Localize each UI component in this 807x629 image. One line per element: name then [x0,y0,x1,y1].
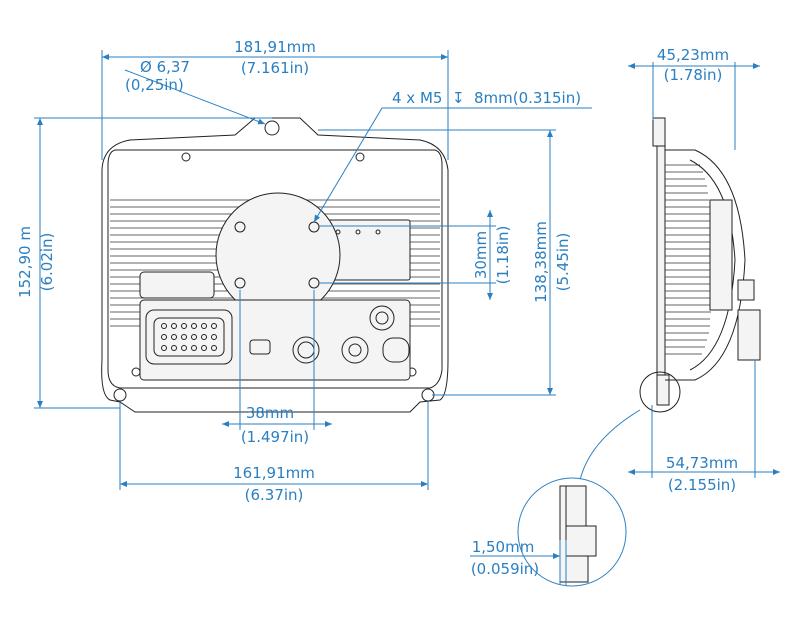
vesa-mount-plate [215,192,341,318]
total-width-mm: 181,91mm [234,38,316,56]
side-depth-top-mm: 45,23mm [657,46,729,64]
vesa-horizontal-mm: 38mm [246,404,294,422]
top-mount-hole [264,120,280,136]
hole-diameter-mm: Ø 6,37 [140,58,190,76]
bottom-width-mm: 161,91mm [233,464,315,482]
front-view [101,117,449,413]
side-dimensions: 45,23mm (1.78in) 54,73mm (2.155in) [628,46,780,494]
side-depth-bottom-in: (2.155in) [668,476,736,494]
total-height-mm: 152,90 m [16,226,34,298]
mount-holes-depth: 8mm(0.315in) [474,89,581,107]
side-view [639,117,761,413]
side-depth-bottom-mm: 54,73mm [666,454,738,472]
total-width-in: (7.161in) [241,59,309,77]
mount-holes-label: 4 x M5 [392,89,442,107]
depth-symbol: ↧ [452,89,465,107]
round-connector-3 [369,305,395,331]
inner-height-in: (5.45in) [554,233,572,292]
lip-mm: 1,50mm [472,538,535,556]
connector-pins [161,323,217,351]
front-dimensions: 181,91mm (7.161in) Ø 6,37 (0,25in) 4 x M… [16,38,592,504]
vesa-vertical-in: (1.18in) [494,226,512,285]
round-connector-2 [341,336,369,364]
inner-height-mm: 138,38mm [532,221,550,303]
usb-port [249,339,271,355]
round-connector-1 [292,336,320,364]
hole-diameter-in: (0,25in) [125,76,184,94]
vesa-vertical-mm: 30mm [472,231,490,279]
side-fins [665,164,711,355]
blank-plug [382,337,410,363]
vesa-horizontal-in: (1.497in) [241,428,309,446]
main-connector [145,309,233,365]
side-depth-top-in: (1.78in) [664,66,723,84]
detail-view: 1,50mm (0.059in) [470,409,641,587]
total-height-in: (6.02in) [38,233,56,292]
lip-in: (0.059in) [471,560,539,578]
bottom-width-in: (6.37in) [245,486,304,504]
housing-outline [101,117,449,413]
